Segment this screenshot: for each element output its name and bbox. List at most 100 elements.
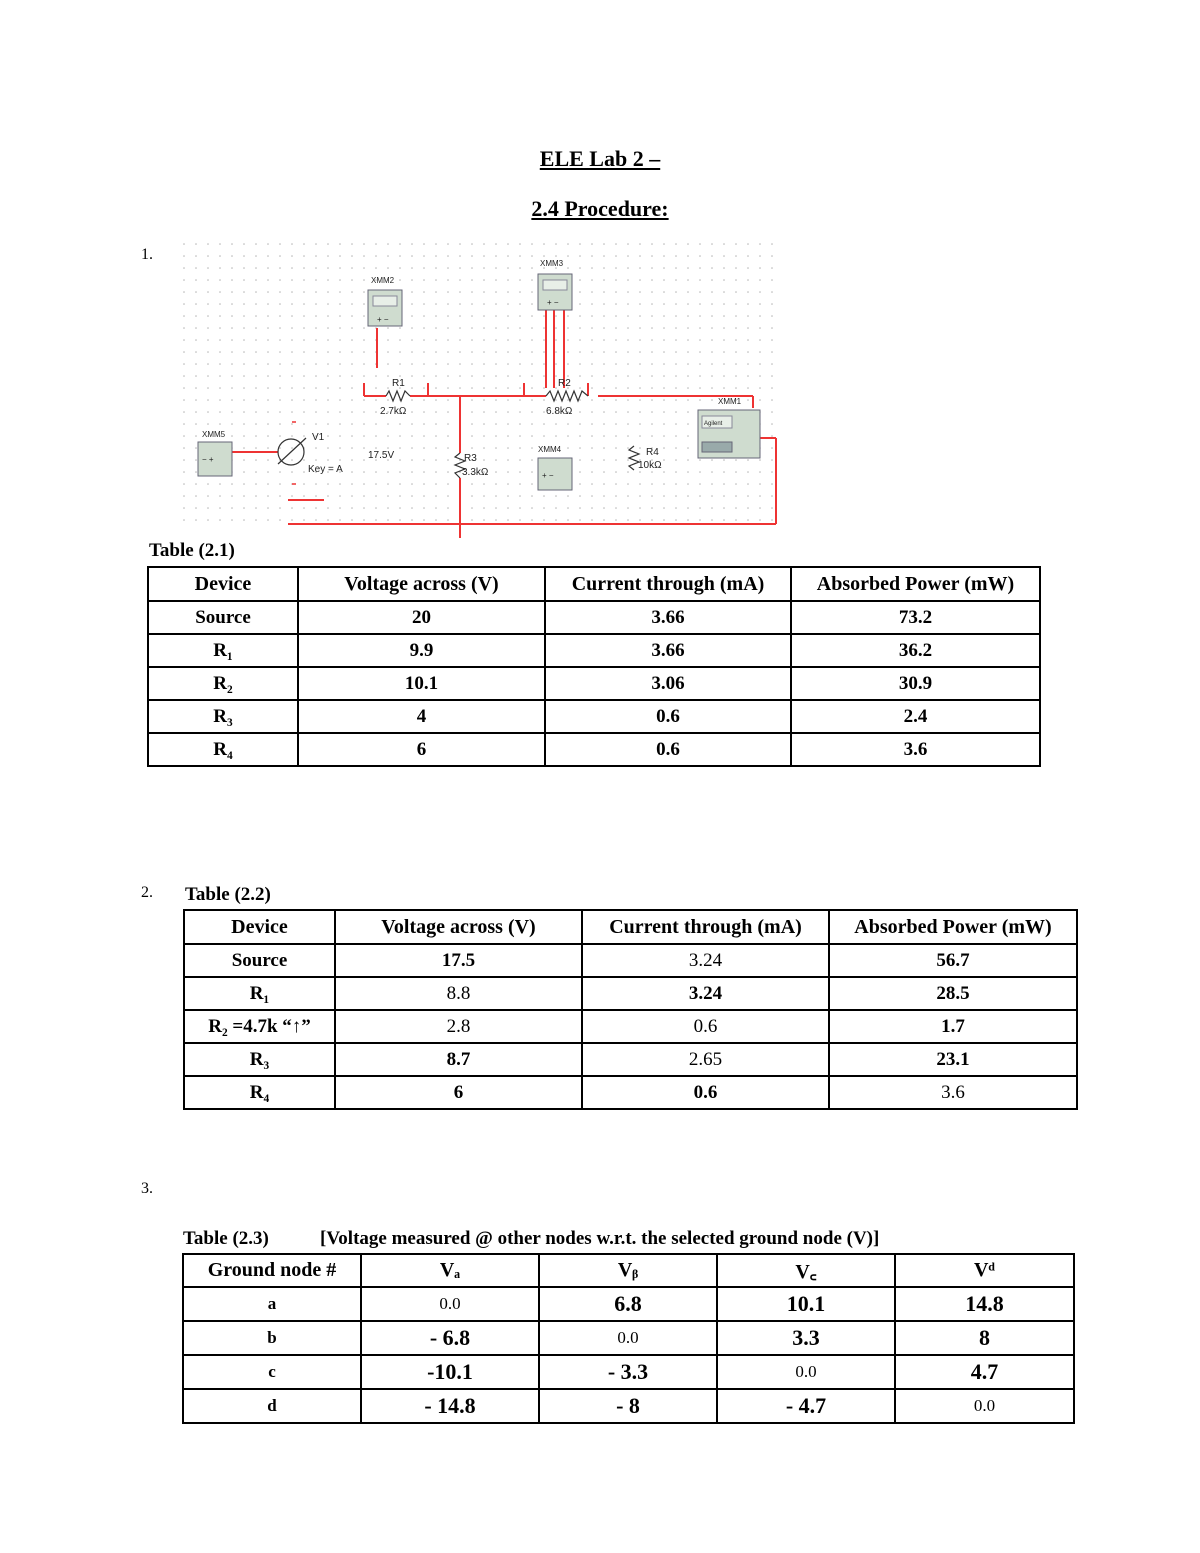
table-cell: - 3.3 <box>538 1354 718 1390</box>
table-header-row: Device Voltage across (V) Current throug… <box>147 566 1041 602</box>
page-title: ELE Lab 2 – <box>539 146 661 171</box>
table-cell: 10.1 <box>297 666 546 701</box>
xmm3-label: XMM3 <box>540 259 564 268</box>
table-cell: 3.3 <box>716 1320 896 1356</box>
multimeter-xmm4[interactable]: + − <box>537 457 573 491</box>
xmm4-label: XMM4 <box>538 445 562 454</box>
table-cell: R₄ <box>183 1075 336 1110</box>
table-cell: 6 <box>334 1075 583 1110</box>
step-number-1: 1. <box>141 246 153 263</box>
table-cell: -10.1 <box>360 1354 540 1390</box>
table-cell: 4.7 <box>894 1354 1075 1390</box>
resistor-r1 <box>385 389 411 403</box>
header-cell: Vᵦ <box>538 1253 718 1288</box>
table-cell: 3.24 <box>581 943 830 978</box>
table-row: R₁ 9.9 3.66 36.2 <box>147 633 1041 668</box>
table-row: b - 6.8 0.0 3.3 8 <box>182 1320 1075 1356</box>
table-cell: R₂ <box>147 666 299 701</box>
header-cell: Absorbed Power (mW) <box>790 566 1041 602</box>
r4-value: 10kΩ <box>638 460 662 471</box>
table-cell: R₃ <box>147 699 299 734</box>
multimeter-xmm1[interactable]: Agilent <box>697 409 761 459</box>
table-cell: 36.2 <box>790 633 1041 668</box>
table-cell: R₃ <box>183 1042 336 1077</box>
table-cell: Source <box>183 943 336 978</box>
table2-caption: Table (2.2) <box>185 884 271 905</box>
table-cell: R₁ <box>183 976 336 1011</box>
header-cell: Device <box>183 909 336 945</box>
table-cell: R₁ <box>147 633 299 668</box>
table-row: R₃ 8.7 2.65 23.1 <box>183 1042 1078 1077</box>
table-cell: - 8 <box>538 1388 718 1424</box>
header-cell: Absorbed Power (mW) <box>828 909 1078 945</box>
table-cell: 56.7 <box>828 943 1078 978</box>
svg-text:+ −: + − <box>377 315 389 324</box>
r1-value: 2.7kΩ <box>380 406 407 417</box>
table-row: R₂ 10.1 3.06 30.9 <box>147 666 1041 701</box>
table-cell: 3.66 <box>544 600 792 635</box>
table-cell: 23.1 <box>828 1042 1078 1077</box>
header-cell: V꜀ <box>716 1253 896 1288</box>
xmm5-label: XMM5 <box>202 430 226 439</box>
table1-caption: Table (2.1) <box>149 540 235 561</box>
multimeter-xmm5[interactable]: − + <box>197 441 233 477</box>
table-cell: 17.5 <box>334 943 583 978</box>
table-cell: 2.65 <box>581 1042 830 1077</box>
table-cell: c <box>182 1354 362 1390</box>
multimeter-xmm2[interactable]: + − <box>367 289 403 327</box>
header-cell: Voltage across (V) <box>334 909 583 945</box>
table-cell: 3.6 <box>790 732 1041 767</box>
table-cell: 3.24 <box>581 976 830 1011</box>
table-cell: 8.7 <box>334 1042 583 1077</box>
table-2-1: Device Voltage across (V) Current throug… <box>147 566 1041 767</box>
table-row: R₂ =4.7k “↑” 2.8 0.6 1.7 <box>183 1009 1078 1044</box>
table-row: Source 17.5 3.24 56.7 <box>183 943 1078 978</box>
table-cell: 0.0 <box>538 1320 718 1356</box>
table-cell: - 4.7 <box>716 1388 896 1424</box>
r4-name: R4 <box>646 447 659 458</box>
resistor-r3 <box>453 452 467 479</box>
table-cell: 8.8 <box>334 976 583 1011</box>
table-row: R₄ 6 0.6 3.6 <box>147 732 1041 767</box>
svg-text:+ −: + − <box>542 471 554 480</box>
table-cell: 0.6 <box>581 1075 830 1110</box>
table-cell: 8 <box>894 1320 1075 1356</box>
table-cell: 10.1 <box>716 1286 896 1322</box>
header-cell: Device <box>147 566 299 602</box>
resistor-r2 <box>545 389 589 403</box>
variable-voltage-source-v1[interactable] <box>277 437 307 466</box>
table-cell: 0.0 <box>716 1354 896 1390</box>
table-cell: 9.9 <box>297 633 546 668</box>
header-cell: Ground node # <box>182 1253 362 1288</box>
table-row: R₄ 6 0.6 3.6 <box>183 1075 1078 1110</box>
table-cell: 0.6 <box>544 699 792 734</box>
v1-key: Key = A <box>308 464 343 475</box>
multimeter-xmm3[interactable]: + − <box>537 273 573 311</box>
table-cell: 14.8 <box>894 1286 1075 1322</box>
table-cell: 3.06 <box>544 666 792 701</box>
table-cell: 28.5 <box>828 976 1078 1011</box>
table-row: Source 20 3.66 73.2 <box>147 600 1041 635</box>
table-cell: - 14.8 <box>360 1388 540 1424</box>
table-cell: d <box>182 1388 362 1424</box>
table-row: R₁ 8.8 3.24 28.5 <box>183 976 1078 1011</box>
section-heading: 2.4 Procedure: <box>531 196 669 221</box>
table-cell: Source <box>147 600 299 635</box>
circuit-schematic: + − XMM2 + − XMM3 − + XMM5 + − XMM4 Agil… <box>178 238 778 538</box>
table-row: R₃ 4 0.6 2.4 <box>147 699 1041 734</box>
table-header-row: Device Voltage across (V) Current throug… <box>183 909 1078 945</box>
table-row: c -10.1 - 3.3 0.0 4.7 <box>182 1354 1075 1390</box>
svg-text:+ −: + − <box>547 298 559 307</box>
v1-value: 17.5V <box>368 450 394 461</box>
grid-background <box>178 238 778 528</box>
header-cell: Vₐ <box>360 1253 540 1288</box>
table-row: a 0.0 6.8 10.1 14.8 <box>182 1286 1075 1322</box>
step-number-3: 3. <box>141 1180 153 1197</box>
table-cell: 0.0 <box>894 1388 1075 1424</box>
table-cell: R₄ <box>147 732 299 767</box>
r1-name: R1 <box>392 378 405 389</box>
table-cell: 2.8 <box>334 1009 583 1044</box>
table-cell: 0.6 <box>544 732 792 767</box>
table-cell: 4 <box>297 699 546 734</box>
svg-text:− +: − + <box>202 455 214 464</box>
